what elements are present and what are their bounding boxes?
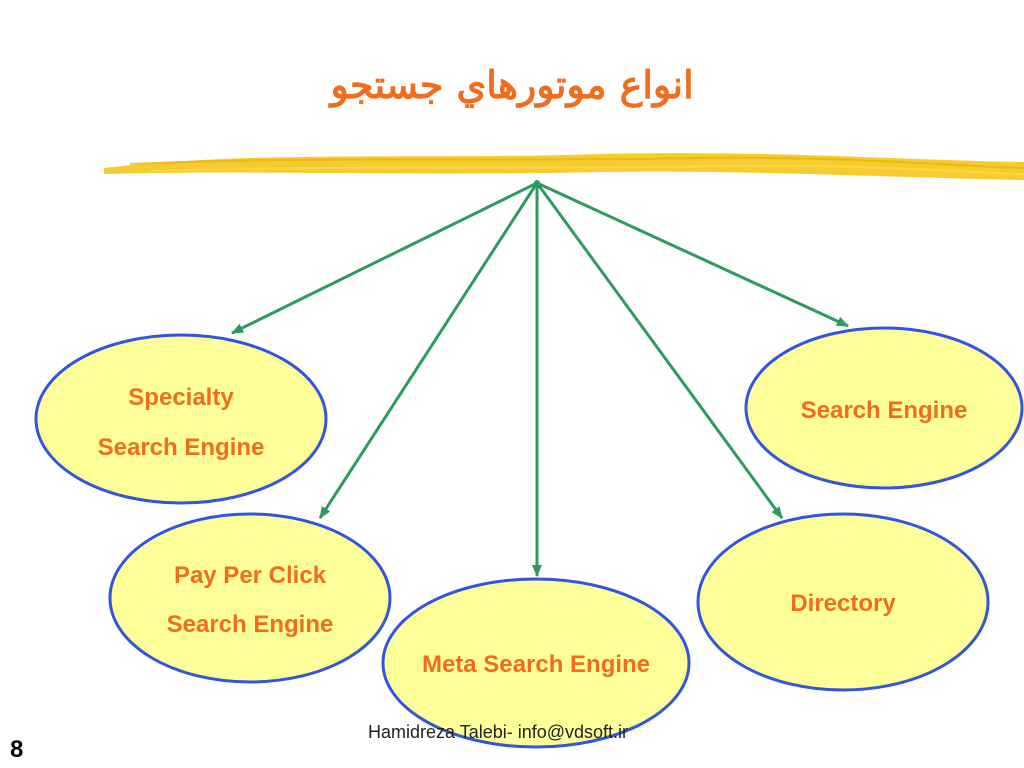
arrow-hub <box>534 180 540 186</box>
node-directory-shape <box>696 512 990 692</box>
node-meta-search-engine-shape <box>381 577 691 749</box>
arrow-to-specialty <box>231 181 538 335</box>
node-search-engine: Search Engine <box>744 326 1024 490</box>
node-specialty-search-engine-shape <box>34 333 328 505</box>
node-search-engine-label: Search Engine <box>801 397 968 424</box>
brush-stroke-divider <box>104 153 1024 180</box>
node-pay-per-click-search-engine-label-line2: Search Engine <box>167 611 334 638</box>
node-pay-per-click-search-engine: Pay Per Click Search Engine <box>108 512 392 684</box>
node-directory-label: Directory <box>790 590 896 617</box>
node-meta-search-engine-label: Meta Search Engine <box>422 651 650 678</box>
node-directory: Directory <box>696 512 990 692</box>
node-specialty-search-engine-label-line1: Specialty <box>128 384 234 411</box>
arrow-to-search-engine <box>536 181 849 328</box>
node-pay-per-click-search-engine-shape <box>108 512 392 684</box>
arrow-to-directory <box>535 182 784 519</box>
node-specialty-search-engine: Specialty Search Engine <box>34 333 328 505</box>
footer-text: Hamidreza Talebi- info@vdsoft.ir <box>368 722 629 742</box>
arrow-to-pay-per-click <box>318 182 539 519</box>
node-pay-per-click-search-engine-label-line1: Pay Per Click <box>174 562 327 589</box>
page-number: 8 <box>10 736 24 763</box>
slide-title: انواع موتورهاي جستجو <box>330 62 694 107</box>
node-meta-search-engine: Meta Search Engine <box>381 577 691 749</box>
node-specialty-search-engine-label-line2: Search Engine <box>98 434 265 461</box>
arrows <box>231 180 849 577</box>
node-search-engine-shape <box>744 326 1024 490</box>
